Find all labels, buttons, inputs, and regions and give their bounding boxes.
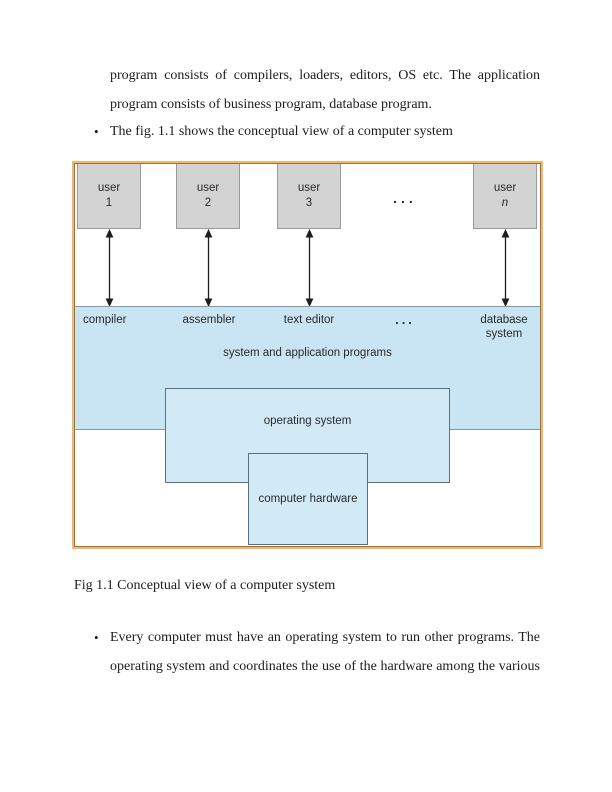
bullet-item-fig-reference: • The fig. 1.1 shows the conceptual view… bbox=[94, 117, 540, 146]
bullet-marker: • bbox=[94, 630, 99, 645]
program-label-text-editor: text editor bbox=[283, 314, 335, 326]
users-ellipsis: ... bbox=[393, 190, 417, 206]
user-box-label: user bbox=[196, 182, 220, 194]
user-box-number: 2 bbox=[204, 197, 212, 209]
bullet-text-line: Every computer must have an operating sy… bbox=[110, 630, 540, 645]
user-box-label: user bbox=[97, 182, 121, 194]
operating-system-label: operating system bbox=[263, 415, 352, 427]
user-box-1: user 1 bbox=[77, 164, 141, 229]
programs-ellipsis: ... bbox=[395, 312, 415, 327]
user-box-n: user n bbox=[473, 164, 537, 229]
database-label-line2: system bbox=[485, 328, 523, 340]
user-box-number: n bbox=[501, 197, 509, 209]
program-label-assembler: assembler bbox=[182, 314, 236, 326]
double-arrow-icon bbox=[105, 229, 114, 307]
program-label-database-system: database system bbox=[467, 313, 541, 341]
double-arrow-icon bbox=[305, 229, 314, 307]
bullet-item-os-note: • Every computer must have an operating … bbox=[94, 623, 540, 681]
bullet-text: Every computer must have an operating sy… bbox=[110, 623, 540, 681]
user-box-label: user bbox=[297, 182, 321, 194]
double-arrow-icon bbox=[501, 229, 510, 307]
user-box-3: user 3 bbox=[277, 164, 341, 229]
double-arrow-icon bbox=[204, 229, 213, 307]
user-box-label: user bbox=[493, 182, 517, 194]
paragraph-line: program consists of compilers, loaders, … bbox=[110, 68, 540, 83]
figure-caption: Fig 1.1 Conceptual view of a computer sy… bbox=[74, 578, 336, 593]
user-box-number: 3 bbox=[305, 197, 313, 209]
figure-conceptual-view: user 1 user 2 user 3 ... user n bbox=[74, 163, 541, 547]
computer-hardware-label: computer hardware bbox=[258, 493, 358, 505]
database-label-line1: database bbox=[480, 314, 528, 326]
user-box-number: 1 bbox=[105, 197, 113, 209]
program-label-compiler: compiler bbox=[83, 314, 127, 326]
bullet-text: The fig. 1.1 shows the conceptual view o… bbox=[110, 124, 453, 139]
user-box-2: user 2 bbox=[176, 164, 240, 229]
bullet-text-line: operating system and coordinates the use… bbox=[110, 659, 540, 674]
region-title: system and application programs bbox=[223, 347, 392, 359]
paragraph-top: program consists of compilers, loaders, … bbox=[110, 61, 540, 119]
bullet-marker: • bbox=[94, 124, 99, 139]
paragraph-line: program consists of business program, da… bbox=[110, 97, 432, 112]
computer-hardware-box: computer hardware bbox=[248, 453, 368, 545]
